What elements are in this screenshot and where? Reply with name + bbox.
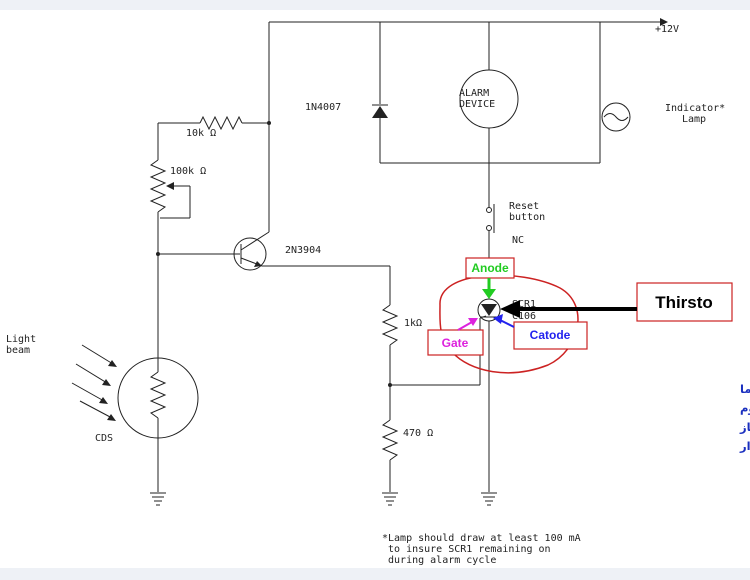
nc-label: NC <box>512 235 524 246</box>
supply-label: +12V <box>655 24 679 35</box>
transistor-2n3904 <box>156 231 390 271</box>
catode-arrow-head <box>493 314 503 324</box>
diagram-background <box>0 10 750 568</box>
supply-rail <box>269 18 668 26</box>
cds-label: CDS <box>95 433 113 444</box>
ground-symbol-470 <box>382 492 398 506</box>
gate-label: Gate <box>442 336 469 350</box>
resistor-470-label: 470 Ω <box>403 428 433 439</box>
light-label-1: Light <box>6 334 36 345</box>
reset-label-1: Reset <box>509 201 539 212</box>
resistor-10k <box>157 115 271 160</box>
footnote-line-3: during alarm cycle <box>382 555 496 566</box>
catode-callout-box <box>513 321 588 350</box>
footnote-line-1: *Lamp should draw at least 100 mA <box>382 533 581 544</box>
alarm-device <box>459 22 519 205</box>
arabic-line-1: يعمل الثايرستور عندما <box>740 382 750 397</box>
indicator-label-2: Lamp <box>682 114 706 125</box>
transistor-label: 2N3904 <box>285 245 321 256</box>
resistor-1k-label: 1kΩ <box>404 318 422 329</box>
footnote-line-2: to insure SCR1 remaining on <box>382 544 551 555</box>
ground-symbol-cds <box>150 492 166 506</box>
resistor-10k-label: 10k Ω <box>186 128 216 139</box>
diode-1n4007 <box>372 22 388 163</box>
arabic-note: يعمل الثايرستور عندما يصل بوابته نبضة في… <box>739 382 750 453</box>
indicator-lamp <box>599 22 631 163</box>
footnote: *Lamp should draw at least 100 mA to ins… <box>382 533 581 566</box>
arabic-line-3: بالتوصيل وتشغيل جهاز <box>739 420 750 435</box>
arabic-line-4: الإنذار <box>739 439 750 453</box>
catode-label: Catode <box>530 328 571 342</box>
anode-arrow-head <box>482 289 496 299</box>
light-label-2: beam <box>6 345 30 356</box>
gate-arrow-head <box>468 318 478 326</box>
resistor-470 <box>381 385 399 492</box>
light-beam-arrows <box>71 344 117 421</box>
alarm-label-2: DEVICE <box>459 99 495 110</box>
reset-label-2: button <box>509 212 545 223</box>
cds-photocell <box>117 254 199 492</box>
gate-arrow <box>457 321 473 331</box>
scr-label-1: SCR1 <box>512 299 536 310</box>
scr-label-2: C106 <box>512 311 536 322</box>
anode-label: Anode <box>471 261 509 275</box>
diode-label: 1N4007 <box>305 102 341 113</box>
resistor-1k <box>381 266 399 385</box>
potentiometer-100k <box>149 159 191 254</box>
ground-symbol-scr <box>481 492 497 506</box>
arabic-line-2: يصل بوابته نبضة فيقوم <box>740 401 750 416</box>
thirsto-callout-box <box>636 282 733 322</box>
catode-arrow <box>499 319 515 328</box>
indicator-label-1: Indicator* <box>665 103 725 114</box>
alarm-label-1: ALARM <box>459 88 489 99</box>
gate-callout-box <box>427 329 484 356</box>
pot-label: 100k Ω <box>170 166 206 177</box>
thirsto-label: Thirsto <box>655 293 713 312</box>
thirsto-arrow-head <box>500 300 520 318</box>
